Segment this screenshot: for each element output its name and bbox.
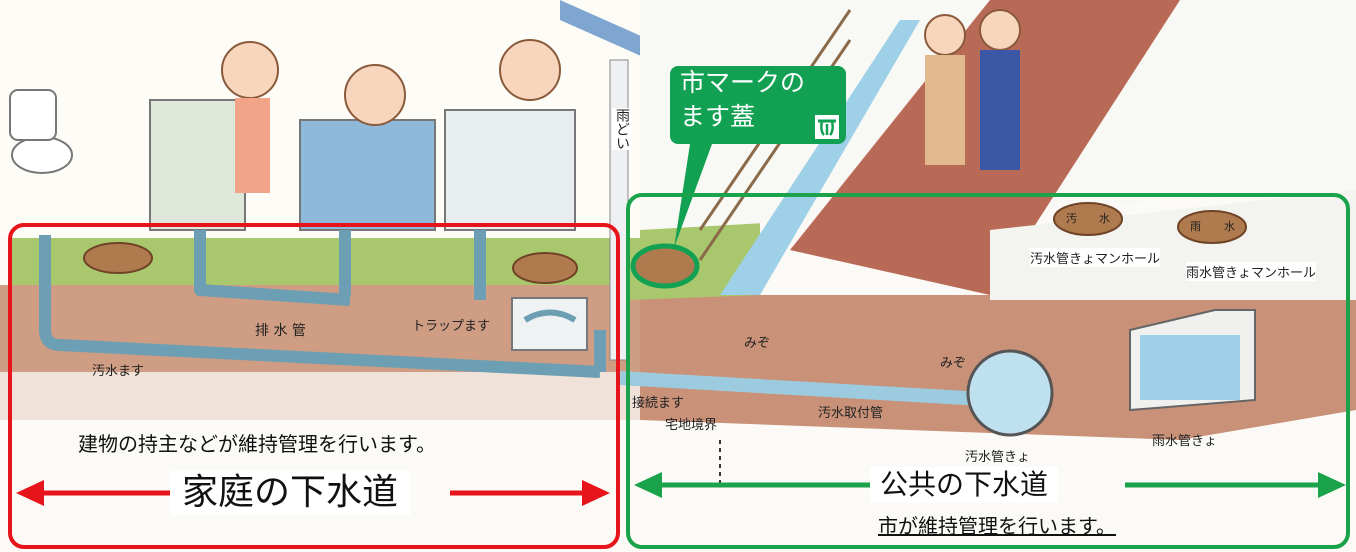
washing-machine bbox=[149, 99, 246, 231]
sewage-lateral-label: 汚水取付管 bbox=[818, 406, 884, 421]
couple-woman-body bbox=[925, 55, 965, 165]
lot-boundary-label: 宅地境界 bbox=[665, 418, 718, 433]
sewage-cover-mark: 汚 bbox=[1066, 212, 1077, 225]
public-maintenance-sentence: 市が維持管理を行います。 bbox=[878, 514, 1116, 538]
toilet bbox=[11, 136, 73, 174]
storm-cover-mark-2: 水 bbox=[1224, 220, 1235, 233]
sewage-cover-mark-2: 水 bbox=[1099, 212, 1110, 225]
side-ditch-water bbox=[720, 20, 920, 295]
trap-basin-label: トラップます bbox=[412, 319, 491, 334]
city-mark-callout-text: 市マークの ます蓋 bbox=[680, 68, 806, 131]
trap-water bbox=[523, 309, 577, 323]
sewage-lateral-pipe bbox=[619, 371, 1001, 407]
public-sewer-title: 公共の下水道 bbox=[870, 467, 1059, 503]
woman-body bbox=[235, 98, 270, 193]
roof bbox=[560, 0, 650, 60]
storm-cover-mark: 雨 bbox=[1190, 220, 1201, 233]
public-arrow bbox=[634, 472, 1346, 498]
trap-basin bbox=[511, 297, 588, 351]
couple-man-body bbox=[980, 50, 1020, 170]
sewage-basin-label: 汚水ます bbox=[92, 364, 145, 379]
lower-soil bbox=[0, 372, 640, 420]
toilet-tank bbox=[9, 89, 57, 141]
city-emblem-icon bbox=[815, 115, 839, 139]
kitchen-sink bbox=[444, 109, 576, 231]
home-drain-pipes bbox=[39, 230, 606, 378]
woman-figure bbox=[221, 41, 279, 99]
storm-main-label: 雨水管きょ bbox=[1152, 434, 1218, 449]
home-basin-cover-1 bbox=[83, 242, 153, 274]
home-sewer-title: 家庭の下水道 bbox=[170, 471, 411, 515]
connection-basin-label: 接続ます bbox=[632, 396, 685, 411]
home-lawn bbox=[10, 238, 620, 285]
home-arrow bbox=[16, 480, 610, 506]
storm-culvert-water bbox=[1140, 335, 1240, 400]
home-maintenance-sentence: 建物の持主などが維持管理を行います。 bbox=[78, 432, 436, 456]
home-basin-cover-2 bbox=[512, 252, 578, 284]
sewage-main-pipe bbox=[966, 349, 1054, 437]
city-mark-cover bbox=[630, 243, 700, 289]
ditch-label-2: みぞ bbox=[940, 356, 967, 371]
storm-manhole-cover bbox=[1177, 210, 1247, 244]
rain-gutter-label: 雨どい bbox=[612, 108, 632, 150]
home-sewer-section bbox=[8, 223, 620, 549]
girl-figure bbox=[499, 39, 561, 101]
boy-figure bbox=[344, 64, 406, 126]
storm-manhole-label: 雨水管きょマンホール bbox=[1186, 262, 1317, 281]
couple-man bbox=[979, 9, 1021, 51]
sewage-main-label: 汚水管きょ bbox=[965, 450, 1031, 465]
bathtub bbox=[299, 119, 436, 231]
sewage-manhole-cover bbox=[1053, 202, 1123, 236]
sewage-manhole-label: 汚水管きょマンホール bbox=[1030, 248, 1161, 267]
public-sewer-section bbox=[626, 193, 1350, 549]
couple-woman bbox=[924, 14, 966, 56]
ditch-label-1: みぞ bbox=[744, 336, 771, 351]
drain-pipe-label: 排 水 管 bbox=[255, 323, 306, 339]
